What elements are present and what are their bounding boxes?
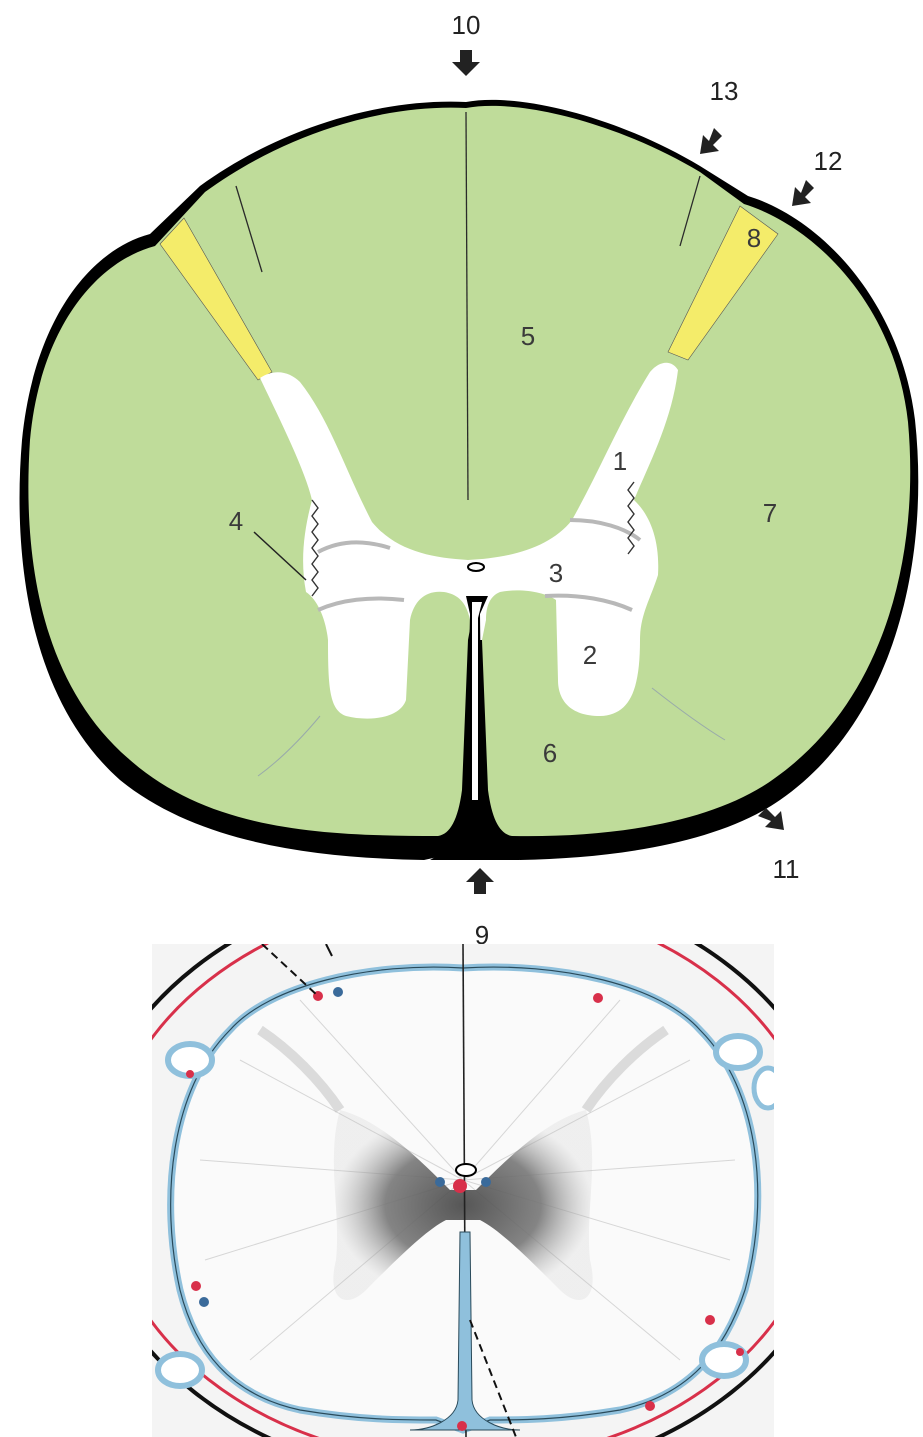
label-4: 4 xyxy=(229,506,243,536)
histology-central-canal xyxy=(456,1164,476,1176)
label-12: 12 xyxy=(814,146,843,176)
root-ring-red-right xyxy=(736,1348,744,1356)
schematic-cross-section: 10 13 12 8 5 1 7 4 3 2 6 11 9 xyxy=(20,10,919,950)
label-2: 2 xyxy=(583,640,597,670)
arrow-12-icon xyxy=(792,180,814,206)
surface-vessel-blue-1 xyxy=(333,987,343,997)
anterior-spinal-artery xyxy=(453,1179,467,1193)
histology-cross-section xyxy=(83,880,843,1437)
label-7: 7 xyxy=(763,498,777,528)
surface-vessel-red-3 xyxy=(191,1281,201,1291)
label-13: 13 xyxy=(710,76,739,106)
label-3: 3 xyxy=(549,558,563,588)
surface-vessel-red-4 xyxy=(705,1315,715,1325)
label-11: 11 xyxy=(773,854,800,884)
root-ring-right-upper xyxy=(716,1036,760,1068)
root-ring-left-lower xyxy=(158,1354,202,1386)
surface-vessel-red-2 xyxy=(593,993,603,1003)
root-ring-right-mid xyxy=(754,1068,782,1108)
arrow-13-icon xyxy=(700,128,722,154)
surface-vessel-red-5 xyxy=(645,1401,655,1411)
vessel-blue-right xyxy=(481,1177,491,1187)
label-5: 5 xyxy=(521,321,535,351)
root-ring-red-left xyxy=(186,1070,194,1078)
arrow-10-icon xyxy=(452,50,480,76)
central-canal xyxy=(468,563,484,571)
label-8: 8 xyxy=(747,223,761,253)
label-10: 10 xyxy=(452,10,481,40)
surface-vessel-red-6 xyxy=(457,1421,467,1431)
arrow-9-icon xyxy=(466,868,494,894)
label-6: 6 xyxy=(543,738,557,768)
label-1: 1 xyxy=(613,446,627,476)
surface-vessel-blue-3 xyxy=(199,1297,209,1307)
vessel-blue-left xyxy=(435,1177,445,1187)
arrow-11-icon xyxy=(758,808,784,830)
